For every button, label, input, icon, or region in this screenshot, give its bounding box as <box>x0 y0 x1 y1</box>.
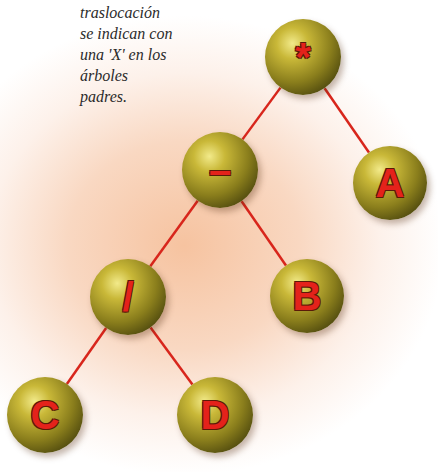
note-text: traslocación se indican con una 'X' en l… <box>80 2 176 107</box>
node-symbol: D <box>201 395 230 435</box>
tree-branch <box>242 201 286 265</box>
tree-node: – <box>182 132 258 208</box>
tree-node: A <box>353 146 427 220</box>
node-symbol: * <box>295 37 311 77</box>
node-symbol: / <box>122 277 133 317</box>
tree-branch <box>150 201 197 266</box>
tree-node: B <box>270 259 344 333</box>
tree-node: D <box>177 377 253 453</box>
tree-branch <box>242 88 280 140</box>
tree-node: * <box>265 19 341 95</box>
node-symbol: C <box>31 395 60 435</box>
tree-branch <box>67 328 106 384</box>
node-symbol: B <box>293 276 322 316</box>
tree-node: C <box>7 377 83 453</box>
tree-branch <box>325 88 369 152</box>
tree-node: / <box>90 259 166 335</box>
node-symbol: A <box>376 163 405 203</box>
node-symbol: – <box>209 150 231 190</box>
tree-branch <box>151 328 193 385</box>
